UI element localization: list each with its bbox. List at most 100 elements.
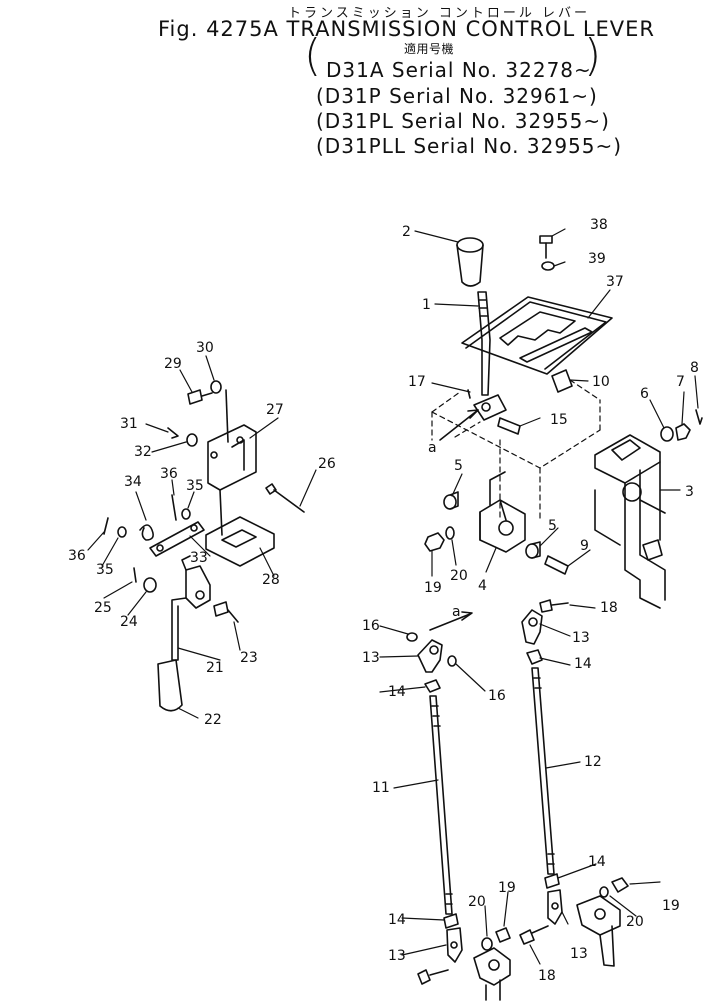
callout-part-21: 21 <box>206 660 224 676</box>
part-bushing-lower <box>525 541 541 559</box>
callout-part-24: 24 <box>120 614 138 630</box>
part-nut-14-left-bottom <box>443 913 459 929</box>
part-washer-16-upper <box>406 632 418 642</box>
callout-part-9: 9 <box>580 538 589 554</box>
part-bolt-30 <box>265 483 305 513</box>
part-lever-rod <box>477 291 491 396</box>
serial-row-d31pl: (D31PL Serial No. 32955~) <box>316 109 610 133</box>
part-pin-9 <box>544 555 569 575</box>
callout-part-35: 35 <box>96 562 114 578</box>
part-cotter-36-lower <box>103 517 109 535</box>
part-cotter-32 <box>167 427 179 439</box>
callout-part-25: 25 <box>94 600 112 616</box>
callout-part-27: 27 <box>266 402 284 418</box>
callout-part-36: 36 <box>160 466 178 482</box>
part-washer-16-lower <box>447 655 457 667</box>
housing-outline <box>431 379 601 521</box>
callout-part-28: 28 <box>262 572 280 588</box>
part-washer-20-left <box>481 937 493 951</box>
part-frame-bracket <box>594 434 666 609</box>
callout-part-14: 14 <box>574 656 592 672</box>
callout-part-35: 35 <box>186 478 204 494</box>
callout-part-29: 29 <box>164 356 182 372</box>
part-bracket-29 <box>205 489 275 567</box>
part-rod-end-13-right <box>521 609 543 645</box>
part-rod-end-13-right-bottom <box>547 889 563 925</box>
part-nut-19-left <box>495 927 511 943</box>
close-bracket: ) <box>584 30 602 81</box>
part-washer-24 <box>143 577 157 593</box>
serial-row-d31pll: (D31PLL Serial No. 32955~) <box>316 134 623 158</box>
part-bolt-38 <box>539 235 553 259</box>
callout-part-20: 20 <box>626 914 644 930</box>
callout-part-20: 20 <box>450 568 468 584</box>
callout-arrow-a: a <box>452 604 461 620</box>
serial-row-d31p: (D31P Serial No. 32961~) <box>316 84 598 108</box>
callout-part-7: 7 <box>676 374 685 390</box>
part-rod-end-13-left-bottom <box>446 927 463 963</box>
part-cotter-36-upper <box>171 494 177 521</box>
part-washer-35-lower <box>117 526 127 538</box>
part-washer-20-right <box>599 886 609 898</box>
callout-part-19: 19 <box>498 880 516 896</box>
callout-part-14: 14 <box>388 684 406 700</box>
callout-arrow-a: a <box>428 440 437 456</box>
callout-part-32: 32 <box>134 444 152 460</box>
part-washer-31 <box>186 433 198 447</box>
callout-part-30: 30 <box>196 340 214 356</box>
callout-part-6: 6 <box>640 386 649 402</box>
arrow-a-lower <box>429 611 473 631</box>
callout-part-8: 8 <box>690 360 699 376</box>
callout-part-22: 22 <box>204 712 222 728</box>
callout-part-37: 37 <box>606 274 624 290</box>
callout-part-15: 15 <box>550 412 568 428</box>
part-bolt-27 <box>187 389 213 405</box>
part-knob <box>456 237 484 287</box>
part-bracket-26 <box>207 389 257 491</box>
part-nut-19-upper <box>424 532 445 552</box>
callout-part-13: 13 <box>570 946 588 962</box>
part-nut-7 <box>675 423 691 441</box>
part-lower-lever-left <box>473 947 511 1001</box>
callout-part-34: 34 <box>124 474 142 490</box>
callout-part-38: 38 <box>590 217 608 233</box>
callout-part-12: 12 <box>584 754 602 770</box>
callout-part-39: 39 <box>588 251 606 267</box>
callout-part-3: 3 <box>685 484 694 500</box>
callout-part-36: 36 <box>68 548 86 564</box>
part-bolt-18-lower <box>519 925 549 945</box>
part-rod-12 <box>531 667 555 875</box>
part-bushing-upper <box>443 491 459 510</box>
part-nut-14-right-top <box>526 649 543 665</box>
open-bracket: ( <box>304 30 322 81</box>
callout-part-16: 16 <box>362 618 380 634</box>
callout-part-5: 5 <box>454 458 463 474</box>
arrow-a-upper <box>439 409 479 441</box>
japanese-title: トランスミッション コントロール レバー <box>288 6 591 21</box>
part-lower-bracket <box>479 471 526 553</box>
part-gate-plate <box>461 296 613 375</box>
callout-part-33: 33 <box>190 550 208 566</box>
callout-part-17: 17 <box>408 374 426 390</box>
part-bolt-23 <box>213 601 239 623</box>
part-washer-35-upper <box>181 508 191 520</box>
callout-part-4: 4 <box>478 578 487 594</box>
callout-part-10: 10 <box>592 374 610 390</box>
part-bolt-18-upper <box>539 599 569 613</box>
part-rod-11 <box>429 695 453 915</box>
part-lower-lever-right <box>576 895 621 967</box>
part-washer-39 <box>541 261 555 271</box>
callout-part-13: 13 <box>388 948 406 964</box>
part-spring-34 <box>139 524 154 541</box>
part-cotter-8 <box>695 409 703 425</box>
part-lever-21 <box>171 555 211 661</box>
callout-part-18: 18 <box>600 600 618 616</box>
figure-title: Fig. 4275A TRANSMISSION CONTROL LEVER <box>158 17 656 41</box>
callout-part-11: 11 <box>372 780 390 796</box>
part-pin-15 <box>497 417 521 435</box>
part-rod-end-13-left <box>417 639 443 673</box>
applicability-label: 適用号機 <box>404 42 455 56</box>
callout-part-5: 5 <box>548 518 557 534</box>
